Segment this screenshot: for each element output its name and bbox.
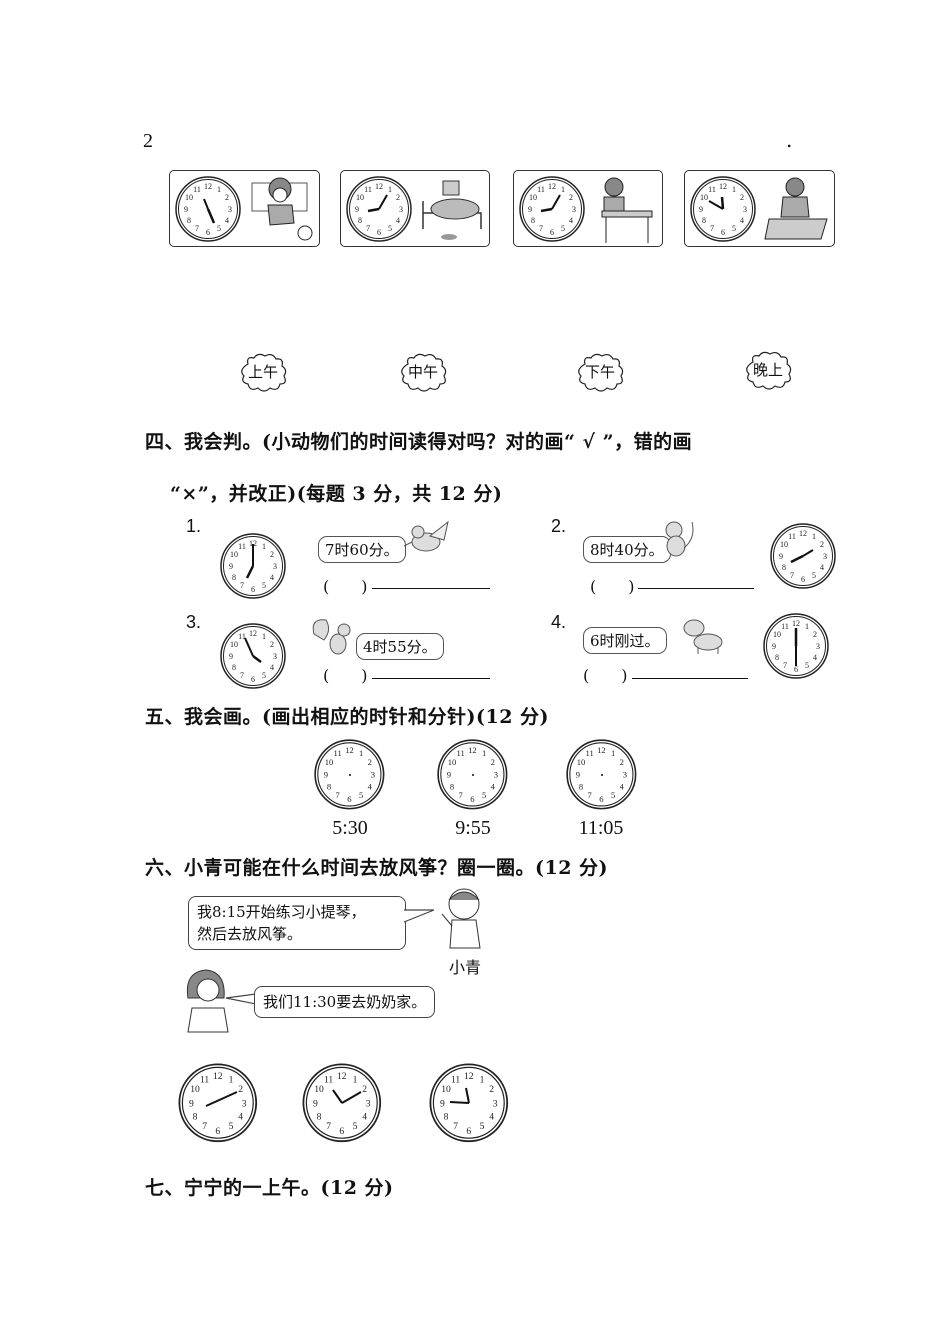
section6-title: 六、小青可能在什么时间去放风筝？圈一圈。(12 分)	[145, 857, 609, 879]
girl-xiaoqing-icon	[441, 888, 481, 949]
answer-line[interactable]	[632, 678, 748, 679]
boy-desk-icon	[601, 177, 653, 243]
question-number: 2	[143, 130, 153, 152]
time-label: 5:30	[332, 817, 368, 839]
clock-option-3[interactable]	[428, 1062, 510, 1144]
clock-icon	[763, 613, 829, 679]
panel-clock-3	[513, 170, 663, 247]
item-number: 4.	[551, 612, 567, 632]
cloud-evening[interactable]: 晚上	[743, 350, 793, 390]
cloud-label: 下午	[584, 363, 615, 381]
clock-option-2[interactable]	[301, 1062, 383, 1144]
answer-line[interactable]	[638, 588, 754, 589]
cloud-noon[interactable]: 中午	[398, 352, 448, 392]
blank-clock-icon[interactable]	[436, 738, 510, 812]
speech-line: 然后去放风筝。	[197, 925, 303, 943]
cloud-afternoon[interactable]: 下午	[575, 352, 625, 392]
panel-clock-2	[340, 170, 490, 247]
clock-icon	[690, 176, 756, 242]
blank-clock-icon[interactable]	[313, 738, 387, 812]
clock-icon	[770, 523, 836, 589]
speech-line: 我8:15开始练习小提琴，	[197, 903, 366, 921]
item-number: 1.	[186, 516, 202, 536]
squirrel-icon	[312, 619, 351, 655]
panel-clock-1	[169, 170, 320, 247]
clock-icon	[175, 176, 241, 242]
speech-pointer	[403, 909, 435, 923]
item-number: 2.	[551, 516, 567, 536]
bird-icon	[403, 520, 449, 552]
speech-pointer	[225, 993, 257, 1005]
speech-bubble-mother: 我们11:30要去奶奶家。	[254, 986, 436, 1018]
blank-clock-icon[interactable]	[565, 738, 639, 812]
boy-eating-icon	[764, 177, 828, 240]
answer-paren[interactable]: ( )	[323, 577, 368, 596]
speech-bubble-xiaoqing: 我8:15开始练习小提琴， 然后去放风筝。	[188, 896, 406, 950]
panel-clock-4	[684, 170, 835, 247]
time-label: 9:55	[455, 817, 491, 839]
answer-paren[interactable]: ( )	[323, 666, 368, 685]
answer-paren[interactable]: ( )	[590, 577, 635, 596]
clock-icon	[220, 623, 286, 689]
cloud-label: 晚上	[752, 361, 783, 379]
clock-icon	[220, 533, 286, 599]
monkey-icon	[665, 521, 694, 557]
mother-icon	[186, 969, 229, 1033]
section5-title: 五、我会画。(画出相应的时针和分针)(12 分)	[145, 706, 550, 728]
item-number: 3.	[186, 612, 202, 632]
cloud-label: 上午	[247, 363, 278, 381]
speech-bubble: 6时刚过。	[583, 627, 667, 654]
cloud-morning[interactable]: 上午	[238, 352, 288, 392]
boy-soccer-icon	[251, 177, 313, 241]
bed-sleeping-icon	[422, 180, 482, 240]
section4-title-line2: “×”，并改正)(每题 3 分，共 12 分)	[170, 483, 503, 505]
dog-icon	[683, 619, 723, 654]
answer-line[interactable]	[372, 678, 490, 679]
speech-bubble: 8时40分。	[583, 536, 671, 563]
clock-icon	[346, 176, 412, 242]
cloud-label: 中午	[407, 363, 438, 381]
clock-icon	[519, 176, 585, 242]
time-label: 11:05	[578, 817, 624, 839]
section7-title: 七、宁宁的一上午。(12 分)	[145, 1177, 394, 1199]
speech-bubble: 4时55分。	[356, 633, 444, 660]
speech-bubble: 7时60分。	[318, 536, 406, 563]
end-mark: .	[786, 128, 793, 152]
answer-line[interactable]	[372, 588, 490, 589]
section4-title-line1: 四、我会判。(小动物们的时间读得对吗？对的画“ √ ”，错的画	[145, 431, 693, 453]
character-name: 小青	[449, 958, 482, 977]
answer-paren[interactable]: ( )	[583, 666, 628, 685]
clock-option-1[interactable]	[177, 1062, 259, 1144]
